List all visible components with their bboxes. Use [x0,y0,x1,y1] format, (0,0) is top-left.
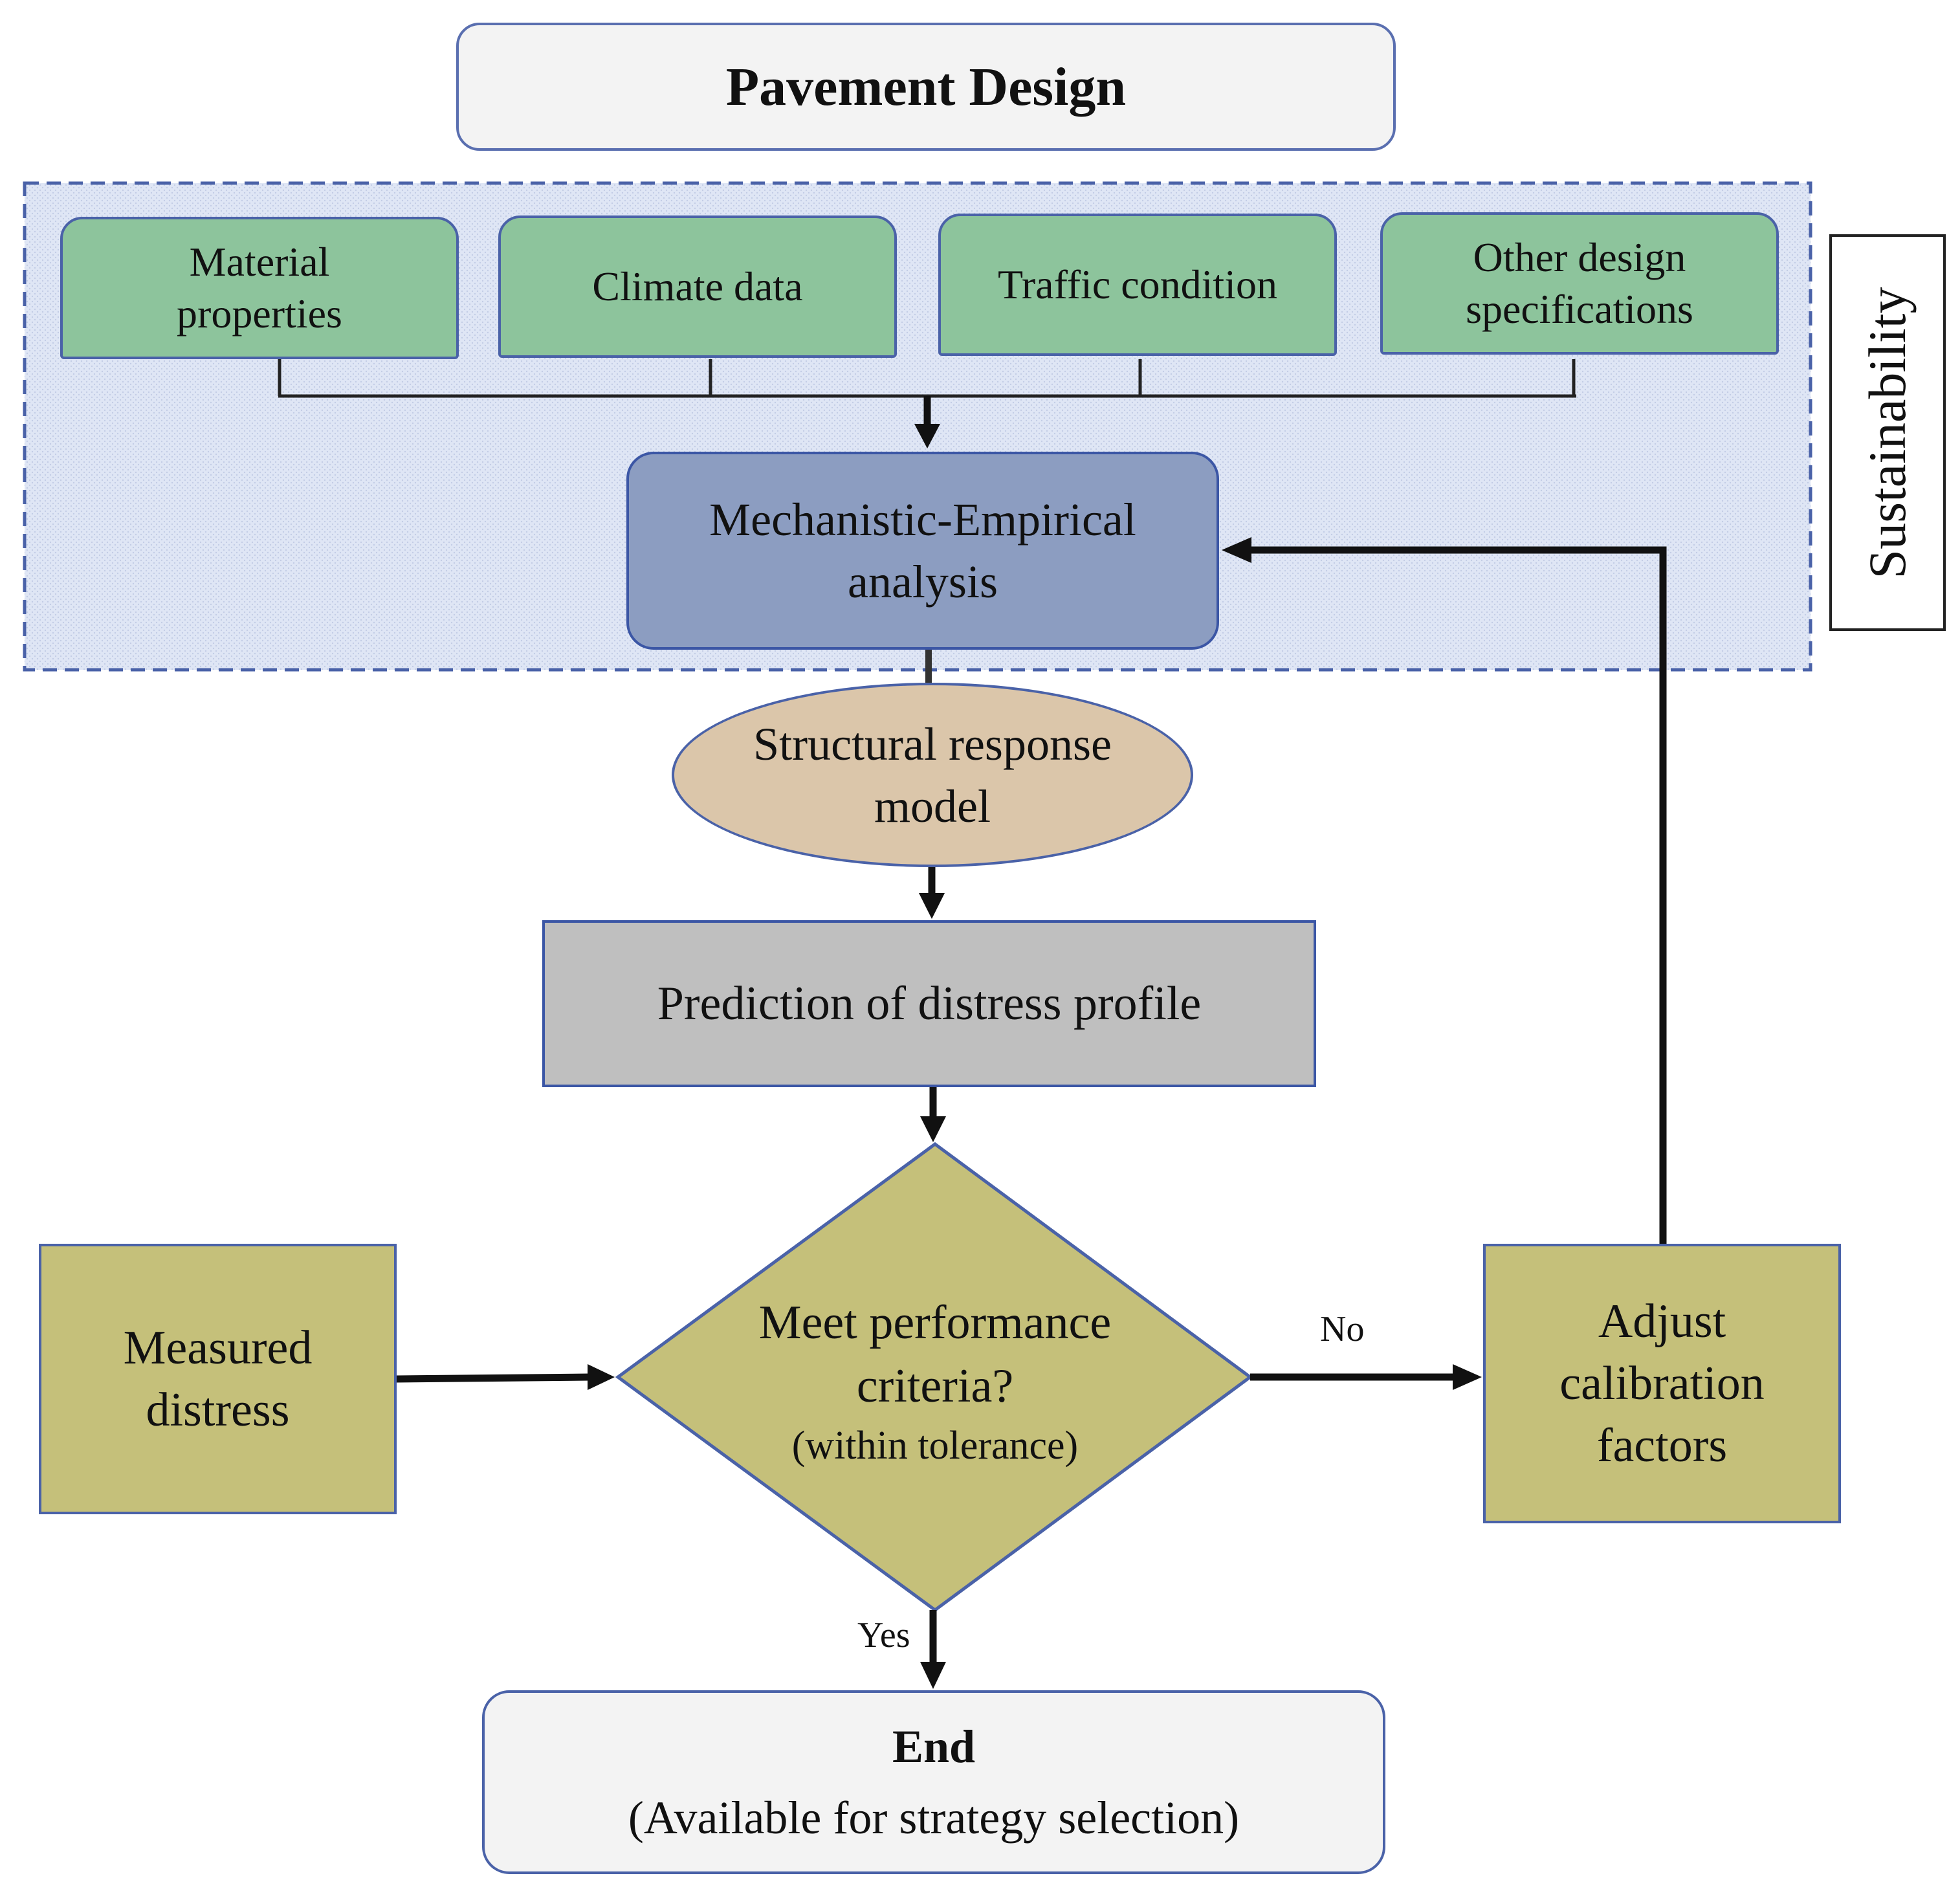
input-other-design-specifications: Other design specifications [1380,212,1779,355]
edge-label-yes: Yes [857,1615,910,1655]
arrow-response-to-prediction [919,867,945,919]
arrow-inputs-to-analysis [914,396,940,448]
decision-sub-label: (within tolerance) [791,1424,1079,1468]
adjust-label: Adjust calibration factors [1559,1295,1765,1472]
decision-text: Meet performance criteria? (within toler… [676,1291,1194,1473]
arrow-prediction-to-decision [920,1087,946,1142]
sustainability-label-box: Sustainability [1829,234,1946,631]
end-box: End (Available for strategy selection) [482,1690,1385,1874]
edge-label-no: No [1320,1309,1365,1349]
arrow-measured-to-decision [395,1364,615,1390]
end-subtitle: (Available for strategy selection) [628,1792,1240,1844]
analysis-label: Mechanistic-Empirical analysis [709,494,1136,608]
prediction-label: Prediction of distress profile [657,977,1202,1030]
input-label: Climate data [592,263,803,309]
mechanistic-empirical-analysis: Mechanistic-Empirical analysis [626,452,1219,650]
response-model-label: Structural response model [753,718,1112,832]
sustainability-label: Sustainability [1858,287,1917,579]
arrow-feedback-to-analysis [1222,537,1667,1246]
structural-response-model: Structural response model [672,683,1193,867]
input-label: Material properties [177,239,342,337]
prediction-of-distress-profile: Prediction of distress profile [542,920,1316,1087]
arrow-decision-to-end [920,1610,946,1689]
input-label: Other design specifications [1466,234,1693,332]
input-climate-data: Climate data [498,215,897,358]
decision-main-label: Meet performance criteria? [758,1296,1112,1413]
measured-distress-box: Measured distress [39,1244,397,1514]
input-label: Traffic condition [998,261,1277,307]
adjust-calibration-factors-box: Adjust calibration factors [1483,1244,1841,1523]
measured-label: Measured distress [123,1321,313,1437]
arrow-decision-to-adjust [1250,1364,1482,1390]
title-text: Pavement Design [725,56,1127,117]
end-title: End [892,1721,976,1772]
input-traffic-condition: Traffic condition [938,214,1337,356]
input-material-properties: Material properties [60,217,459,359]
pavement-design-title: Pavement Design [456,23,1396,151]
